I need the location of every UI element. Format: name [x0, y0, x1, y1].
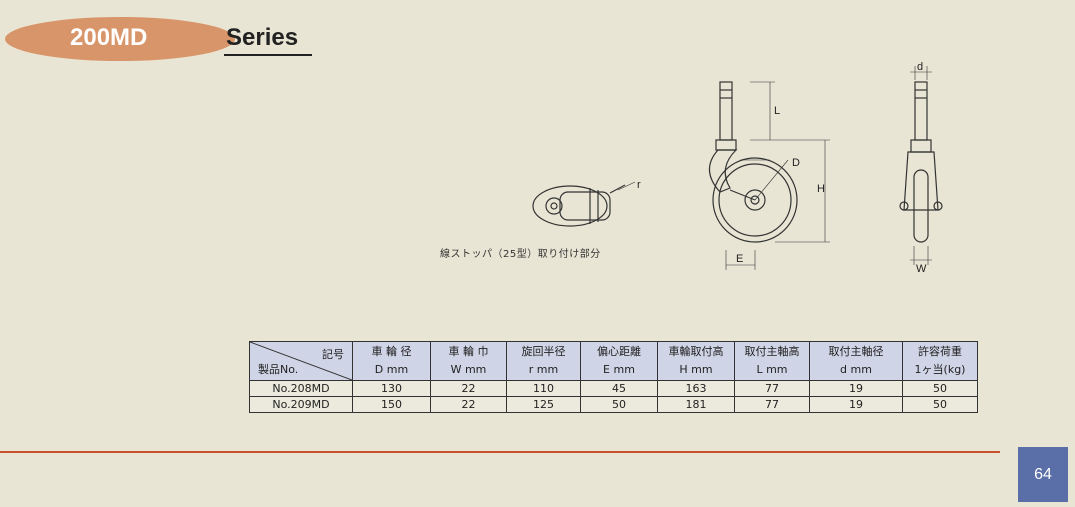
- page-number: 64: [1018, 447, 1068, 502]
- column-header-unit: 1ヶ当(kg): [914, 363, 966, 376]
- series-label: Series: [226, 24, 299, 51]
- table-cell: 130: [352, 380, 431, 397]
- column-header-unit: H mm: [679, 363, 713, 376]
- column-header-top: 許容荷重: [918, 345, 962, 358]
- table-cell: 77: [734, 396, 810, 413]
- column-header: 取付主軸径 d mm: [809, 341, 903, 381]
- column-header: 取付主軸高 L mm: [734, 341, 810, 381]
- side-view-drawing: [708, 81, 830, 270]
- column-header-top: 車 輪 巾: [448, 345, 489, 358]
- column-header-top: 取付主軸径: [828, 345, 884, 358]
- label-H: H: [817, 183, 825, 195]
- label-W: W: [916, 263, 927, 275]
- label-D: D: [792, 157, 800, 169]
- header: 200MD Series: [0, 0, 1075, 70]
- table-cell: 50: [902, 396, 978, 413]
- title-underline: [224, 54, 312, 56]
- table-cell: 22: [430, 396, 507, 413]
- column-header: 車 輪 径 D mm: [352, 341, 431, 381]
- table-cell: 110: [506, 380, 581, 397]
- label-L: L: [774, 105, 780, 117]
- table-cell: 163: [657, 380, 735, 397]
- footer-rule: [0, 451, 1000, 453]
- product-number-cell: No.208MD: [249, 380, 353, 397]
- caster-drawings: r L D H E d W: [532, 61, 943, 275]
- table-row: No.208MD 130 22 110 45 163 77 19 50: [249, 380, 978, 397]
- label-d: d: [917, 61, 923, 73]
- drawing-caption: 線ストッパ（25型）取り付け部分: [440, 249, 601, 260]
- product-number-cell: No.209MD: [249, 396, 353, 413]
- column-header: 旋回半径 r mm: [506, 341, 581, 381]
- top-view-drawing: [532, 181, 636, 227]
- corner-label-symbol: 記号: [322, 348, 344, 361]
- table-cell: 181: [657, 396, 735, 413]
- column-header-unit: d mm: [840, 363, 872, 376]
- column-header-top: 取付主軸高: [744, 345, 800, 358]
- column-header-unit: E mm: [603, 363, 635, 376]
- series-model: 200MD: [70, 24, 148, 51]
- label-r: r: [637, 179, 641, 191]
- corner-label-product: 製品No.: [258, 363, 299, 376]
- column-header-unit: D mm: [374, 363, 409, 376]
- column-header-top: 車 輪 径: [371, 345, 412, 358]
- spec-table: 記号 製品No. 車 輪 径 D mm 車 輪 巾 W mm 旋回半径 r mm 偏心…: [249, 341, 978, 413]
- column-header-unit: W mm: [450, 363, 487, 376]
- table-header-row: 記号 製品No. 車 輪 径 D mm 車 輪 巾 W mm 旋回半径 r mm 偏心…: [249, 341, 978, 381]
- column-header-top: 偏心距離: [597, 345, 641, 358]
- table-cell: 22: [430, 380, 507, 397]
- column-header: 車輪取付高 H mm: [657, 341, 735, 381]
- table-cell: 19: [809, 380, 903, 397]
- table-cell: 50: [580, 396, 658, 413]
- title-oval: [5, 17, 235, 61]
- table-corner-cell: 記号 製品No.: [249, 341, 353, 381]
- column-header-unit: L mm: [756, 363, 788, 376]
- table-cell: 150: [352, 396, 431, 413]
- table-cell: 50: [902, 380, 978, 397]
- front-view-drawing: [899, 66, 943, 265]
- table-cell: 125: [506, 396, 581, 413]
- label-E: E: [736, 253, 743, 265]
- column-header: 偏心距離 E mm: [580, 341, 658, 381]
- column-header: 車 輪 巾 W mm: [430, 341, 507, 381]
- column-header: 許容荷重 1ヶ当(kg): [902, 341, 978, 381]
- table-cell: 45: [580, 380, 658, 397]
- table-row: No.209MD 150 22 125 50 181 77 19 50: [249, 396, 978, 413]
- table-cell: 19: [809, 396, 903, 413]
- column-header-top: 旋回半径: [521, 345, 566, 358]
- table-cell: 77: [734, 380, 810, 397]
- column-header-unit: r mm: [528, 363, 559, 376]
- column-header-top: 車輪取付高: [668, 345, 724, 358]
